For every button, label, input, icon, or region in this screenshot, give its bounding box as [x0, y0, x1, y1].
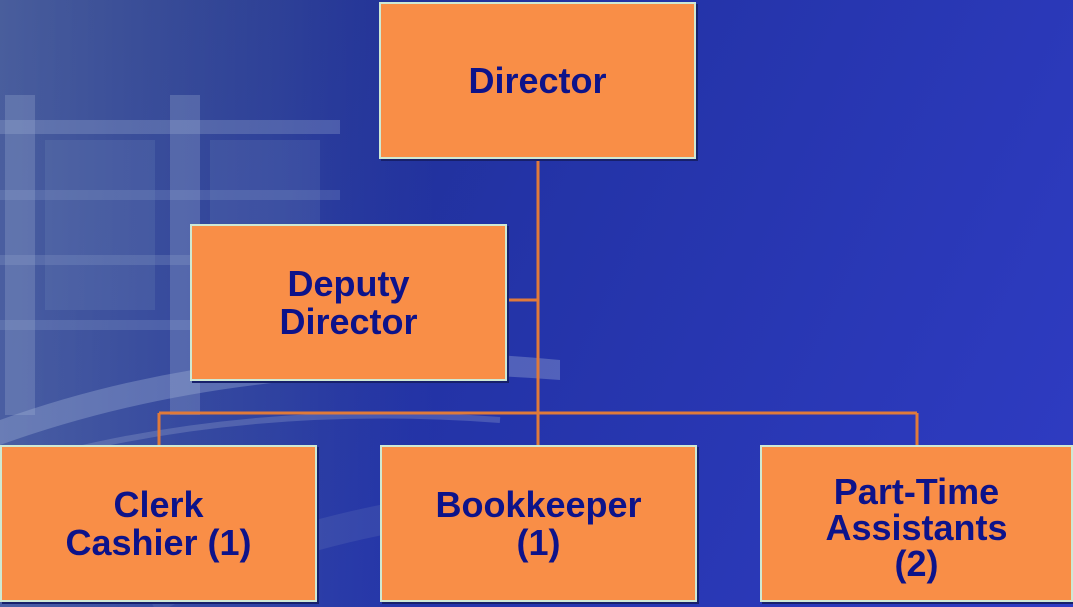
- bookkeeper-label: Bookkeeper (1): [435, 483, 642, 563]
- bookkeeper-box: Bookkeeper (1): [380, 445, 697, 602]
- part-time-assistants-box: Part-Time Assistants (2): [760, 445, 1073, 602]
- part-time-assistants-label: Part-Time Assistants (2): [825, 470, 1008, 584]
- deputy-director-label: Deputy Director: [279, 262, 418, 342]
- deputy-director-box: Deputy Director: [190, 224, 507, 381]
- clerk-cashier-box: Clerk Cashier (1): [0, 445, 317, 602]
- director-box: Director: [379, 2, 696, 159]
- director-label: Director: [468, 59, 607, 101]
- clerk-cashier-label: Clerk Cashier (1): [65, 483, 252, 563]
